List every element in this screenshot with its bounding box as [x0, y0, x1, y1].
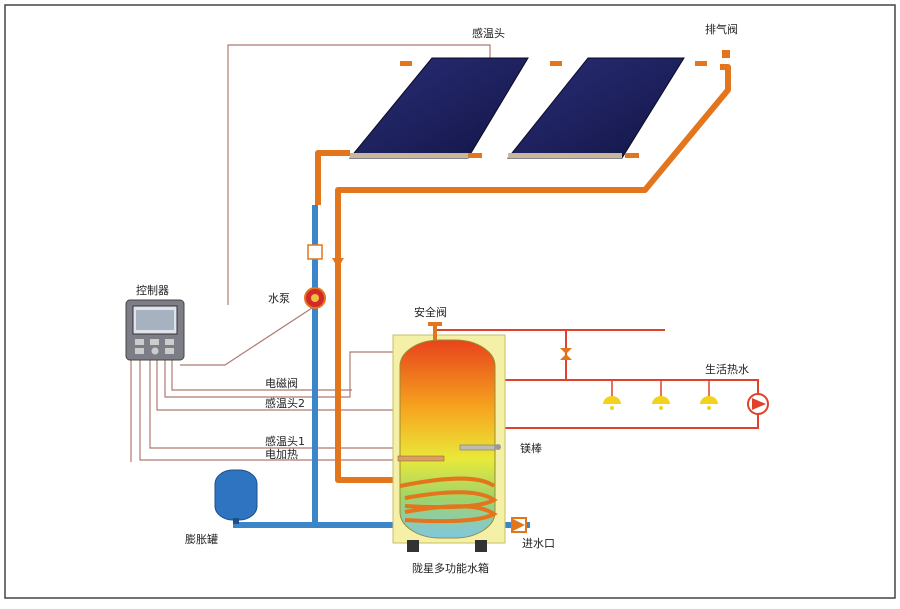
outer-frame: [4, 4, 896, 599]
lamp-icon-3: [700, 396, 718, 410]
vent-valve-icon: [722, 50, 730, 58]
label-tank-name: 陇星多功能水箱: [412, 561, 489, 575]
hot-water-taps: [611, 380, 710, 397]
tank-coil-overlay: [399, 476, 498, 524]
solar-panel-left: [348, 57, 529, 159]
label-vent-valve: 排气阀: [705, 22, 738, 36]
inlet-valve: [511, 517, 527, 533]
label-sensor-top: 感温头: [472, 27, 505, 40]
expansion-tank: [214, 469, 258, 524]
label-magnesium-rod: 镁棒: [520, 441, 542, 455]
electric-heater-rod: [397, 455, 445, 462]
label-water-inlet: 进水口: [522, 537, 555, 550]
tank-foot-left: [407, 540, 419, 552]
flow-arrow-icon: [332, 258, 344, 268]
controller-unit: [125, 299, 185, 361]
label-safety-valve: 安全阀: [414, 305, 447, 319]
label-solenoid-valve: 电磁阀: [265, 376, 298, 390]
label-electric-heater: 电加热: [265, 448, 298, 461]
tank-foot-right: [475, 540, 487, 552]
magnesium-rod: [459, 444, 496, 451]
solar-panel-right: [506, 57, 685, 159]
label-sensor2: 感温头2: [265, 397, 305, 410]
label-sensor1: 感温头1: [265, 435, 305, 448]
pump-filter: [307, 244, 323, 260]
lamp-icon-2: [652, 396, 670, 410]
pump-icon: [304, 287, 326, 309]
label-hot-water: 生活热水: [705, 362, 749, 376]
label-pump: 水泵: [268, 292, 290, 305]
circulation-pump-icon: [747, 393, 769, 415]
magnesium-rod-cap: [495, 444, 501, 450]
solenoid-valve-icon: [560, 348, 572, 360]
hot-water-tank: [399, 339, 496, 539]
panel-connectors: [400, 61, 707, 158]
safety-valve: [428, 322, 442, 340]
label-controller: 控制器: [136, 283, 169, 297]
lamp-icon-1: [603, 396, 621, 410]
label-expansion-tank: 膨胀罐: [185, 532, 218, 546]
